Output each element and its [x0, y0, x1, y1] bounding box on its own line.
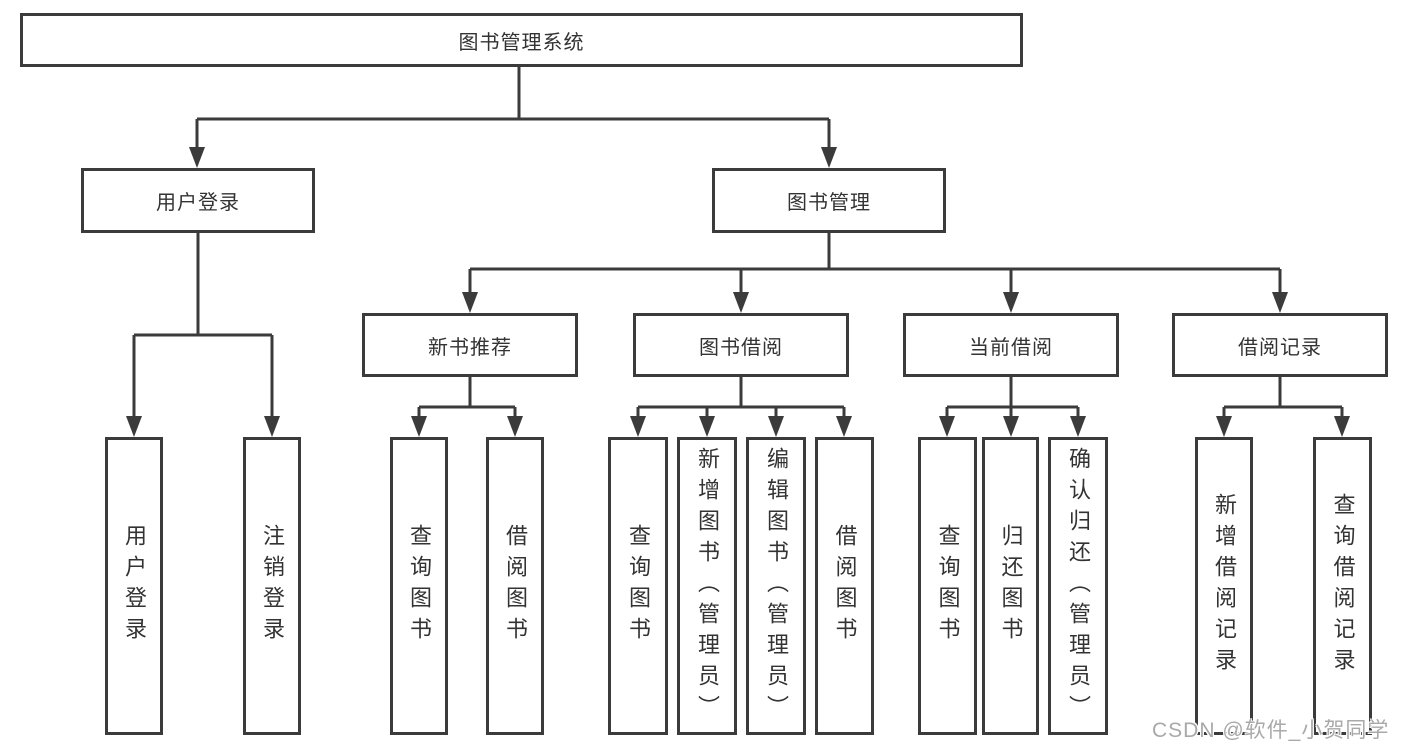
- node-library-system: 图书管理系统: [20, 13, 1023, 67]
- leaf-borrow-books-recommend: 借阅图书: [486, 437, 544, 735]
- leaf-user-login: 用户登录: [105, 437, 163, 735]
- leaf-borrow-books-borrowing: 借阅图书: [815, 437, 874, 735]
- leaf-query-borrow-record: 查询借阅记录: [1313, 437, 1372, 735]
- leaf-edit-book-admin: 编辑图书（管理员）: [746, 437, 806, 735]
- node-borrowing-records: 借阅记录: [1172, 313, 1388, 377]
- leaf-query-books-borrowing: 查询图书: [608, 437, 668, 735]
- csdn-watermark: CSDN @软件_小贺同学: [1152, 719, 1390, 742]
- node-new-book-recommend: 新书推荐: [362, 313, 578, 377]
- leaf-add-borrow-record: 新增借阅记录: [1195, 437, 1253, 735]
- leaf-confirm-return-admin: 确认归还（管理员）: [1048, 437, 1108, 735]
- leaf-query-books-recommend: 查询图书: [390, 437, 448, 735]
- node-user-login: 用户登录: [81, 168, 315, 233]
- leaf-query-books-current: 查询图书: [918, 437, 977, 735]
- leaf-logout: 注销登录: [243, 437, 301, 735]
- node-book-borrowing: 图书借阅: [633, 313, 849, 377]
- node-book-management: 图书管理: [712, 168, 946, 233]
- leaf-add-book-admin: 新增图书（管理员）: [677, 437, 737, 735]
- arrowheads: [126, 147, 1350, 437]
- node-current-borrowing: 当前借阅: [903, 313, 1119, 377]
- leaf-return-book: 归还图书: [982, 437, 1039, 735]
